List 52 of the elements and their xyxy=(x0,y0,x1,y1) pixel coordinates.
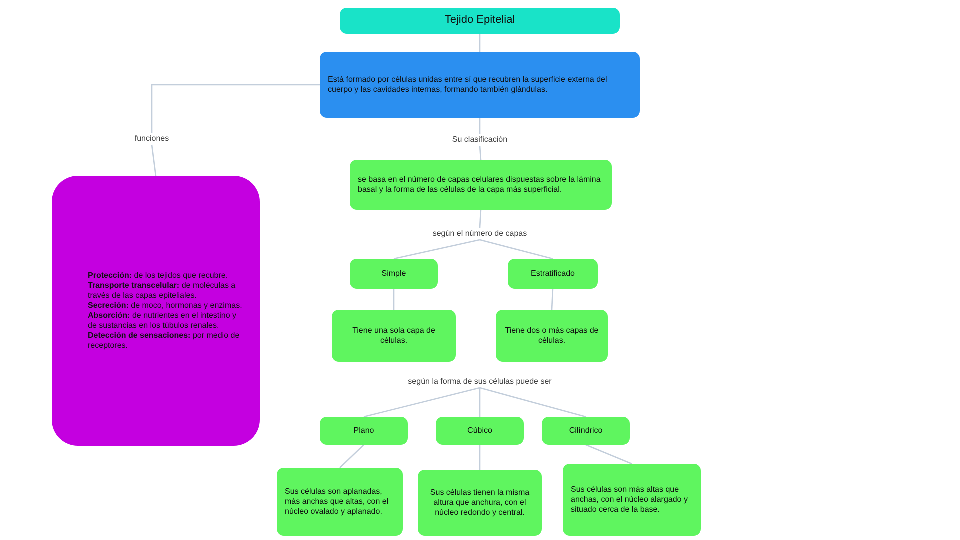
connector-line xyxy=(393,289,395,310)
connector-line xyxy=(151,144,157,176)
concept-box xyxy=(508,259,598,289)
node-text: Sus células tienen la misma altura que anchura, con el núcleo redondo y central. xyxy=(429,488,531,518)
node-text: Tejido Epitelial xyxy=(444,14,516,28)
title-box xyxy=(340,8,620,34)
connector-line xyxy=(151,84,320,133)
node-text: Absorción: de nutrientes en el intestino y de sustancias en los túbulos renales. xyxy=(88,311,238,331)
connector-line xyxy=(479,34,481,52)
concept-box xyxy=(563,464,701,536)
node-text: Simple xyxy=(382,269,406,279)
node-text: Tiene una sola capa de células. xyxy=(352,326,436,346)
definition-box xyxy=(320,52,640,118)
concept-box xyxy=(436,417,524,445)
concept-box xyxy=(350,160,612,210)
node-text: Transporte transcelular: de moléculas a través de las capas epiteliales. xyxy=(88,281,237,301)
concept-box xyxy=(496,310,608,362)
connector-line xyxy=(364,387,480,418)
connector-line xyxy=(394,239,480,260)
functions-box xyxy=(52,176,260,446)
concept-box xyxy=(320,417,408,445)
connector-label: funciones xyxy=(134,134,170,144)
connector-label: según la forma de sus células puede ser xyxy=(408,377,552,387)
node-text: se basa en el número de capas celulares dispuestas sobre la lámina basal y la forma de las células de la capa más superficial. xyxy=(358,175,602,195)
connector-line xyxy=(479,146,482,160)
concept-box xyxy=(418,470,542,536)
connector-line xyxy=(586,444,632,465)
concept-box xyxy=(332,310,456,362)
node-text: Está formado por células unidas entre sí que recubren la superficie externa del cuerpo y las cavidades internas, formando también glándulas. xyxy=(328,75,608,95)
node-text: Tiene dos o más capas de células. xyxy=(504,326,600,346)
connector-line xyxy=(480,387,586,418)
node-text: Cúbico xyxy=(468,426,492,436)
connector-line xyxy=(479,210,482,228)
node-text: Cilíndrico xyxy=(569,426,603,436)
connector-label: Su clasificación xyxy=(452,135,508,145)
node-text: Secreción: de moco, hormonas y enzimas. xyxy=(88,301,244,311)
node-text: Protección: de los tejidos que recubre. xyxy=(88,271,230,281)
connector-label: según el número de capas xyxy=(432,229,528,239)
node-text: Plano xyxy=(354,426,374,436)
concept-box xyxy=(542,417,630,445)
connector-line xyxy=(551,288,554,310)
node-text: Sus células son más altas que anchas, con el núcleo alargado y situado cerca de la base. xyxy=(571,485,689,515)
connector-line xyxy=(479,118,481,134)
node-text: Estratificado xyxy=(530,269,576,279)
connector-line xyxy=(479,445,481,470)
connector-line xyxy=(340,444,364,468)
concept-box xyxy=(350,259,438,289)
connector-line xyxy=(479,388,481,417)
node-text: Detección de sensaciones: por medio de receptores. xyxy=(88,331,241,351)
connector-line xyxy=(480,239,554,260)
node-text: Sus células son aplanadas, más anchas que altas, con el núcleo ovalado y aplanado. xyxy=(285,487,390,517)
concept-box xyxy=(277,468,403,536)
